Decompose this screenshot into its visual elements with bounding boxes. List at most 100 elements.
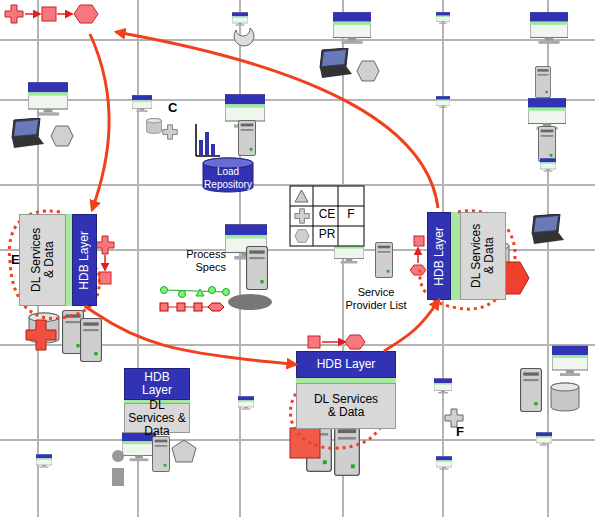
table-rule [290,206,364,207]
computers [12,12,588,486]
bar-chart-icon [196,124,220,156]
table-cell: F [340,208,362,221]
computer-monitor [528,98,566,130]
callout-letter: E [11,253,25,266]
node-text: DL Services & Data [125,399,189,438]
service-square [414,236,424,246]
process-step [160,303,168,311]
computer-monitor [436,12,450,24]
computer-monitor [36,454,52,467]
data-cylinder [147,119,162,134]
triangle-symbol [295,190,308,202]
service-link [417,248,419,263]
hdb-layer-band: HDB Layer [72,214,97,306]
node-text: HDB Layer [433,227,446,286]
provider-table [290,186,364,246]
node-text: Load Repository [203,159,253,191]
flow-arrow [116,32,438,208]
node-text: HDB Layer [317,358,376,371]
computer-tower [152,436,169,471]
computer-tower [81,319,102,362]
laptop-icon [12,118,44,148]
dotted-loop [420,211,515,309]
data-cylinder [551,383,579,411]
workflow-cross [5,5,23,23]
callout-letter: C [168,101,184,114]
processing-loops [9,211,515,448]
moon-shape [234,28,254,46]
workflow-link [57,13,72,15]
chart-axis [195,124,197,156]
service-link [322,341,345,343]
node-text: HDB Layer [78,231,91,290]
service-square [290,428,320,458]
stack-separators [66,212,460,403]
dl-services-box: DL Services & Data [124,403,190,433]
service-cross [96,236,114,254]
laptop-icon [532,214,564,244]
table-rule [338,186,339,246]
laptop-icon [320,48,352,78]
computer-tower [538,126,555,161]
process-step [194,303,202,311]
computer-monitor [530,12,568,44]
cylinder-body [203,158,253,192]
computer-monitor [552,346,588,376]
repository-cylinder: Load Repository [203,158,253,192]
process-step [209,287,216,294]
dl-services-box: DL Services & Data [19,214,66,306]
computer-tower [247,247,268,290]
hdb-layer-band: HDB Layer [124,368,190,400]
process-step [179,291,186,298]
service-hexagon [51,126,73,146]
computer-monitor [333,12,371,44]
table-rule [313,186,314,246]
process-link [164,290,226,292]
service-square [308,336,320,348]
flow-arrow [85,306,297,365]
hexagon-symbol [295,230,309,243]
layer-separator [451,212,460,300]
computer-monitor [132,95,152,112]
computer-monitor [540,158,556,171]
service-pentagon [172,440,196,462]
chart-bar [199,140,203,156]
service-cross [163,125,177,139]
computer-tower [521,369,542,412]
node-text: DL Services & Data [311,393,381,419]
service-items [5,5,529,458]
computer-tower [335,425,360,476]
computer-monitor [436,96,450,108]
process-step [177,303,185,311]
callout-letter: F [456,425,470,438]
process-step [223,289,230,296]
server-base [228,294,272,310]
service-link [104,255,106,270]
table-cell: CE [315,208,339,221]
dl-services-box: DL Services & Data [296,383,396,429]
grid-line [0,39,595,41]
service-hexagon [410,265,426,275]
process-spec-icon [160,287,272,312]
table-frame [290,186,364,246]
process-specs-label: Process Specs [170,248,226,274]
computer-monitor [28,82,68,115]
flow-arrow [384,300,439,351]
provider-list-label: Service Provider List [338,286,414,312]
process-step [196,289,204,296]
table-cell: PR [315,228,339,241]
node-text: DL Services & Data [30,225,56,295]
computer-monitor [434,379,452,394]
table-rule [290,226,364,227]
dotted-loop [9,211,99,318]
workflow-hexagon [74,5,98,23]
cross-symbol [295,209,309,223]
user-figure [112,450,124,486]
chart-bar [205,132,209,156]
service-cross [26,320,56,350]
hdb-layer-band: HDB Layer [296,351,396,378]
